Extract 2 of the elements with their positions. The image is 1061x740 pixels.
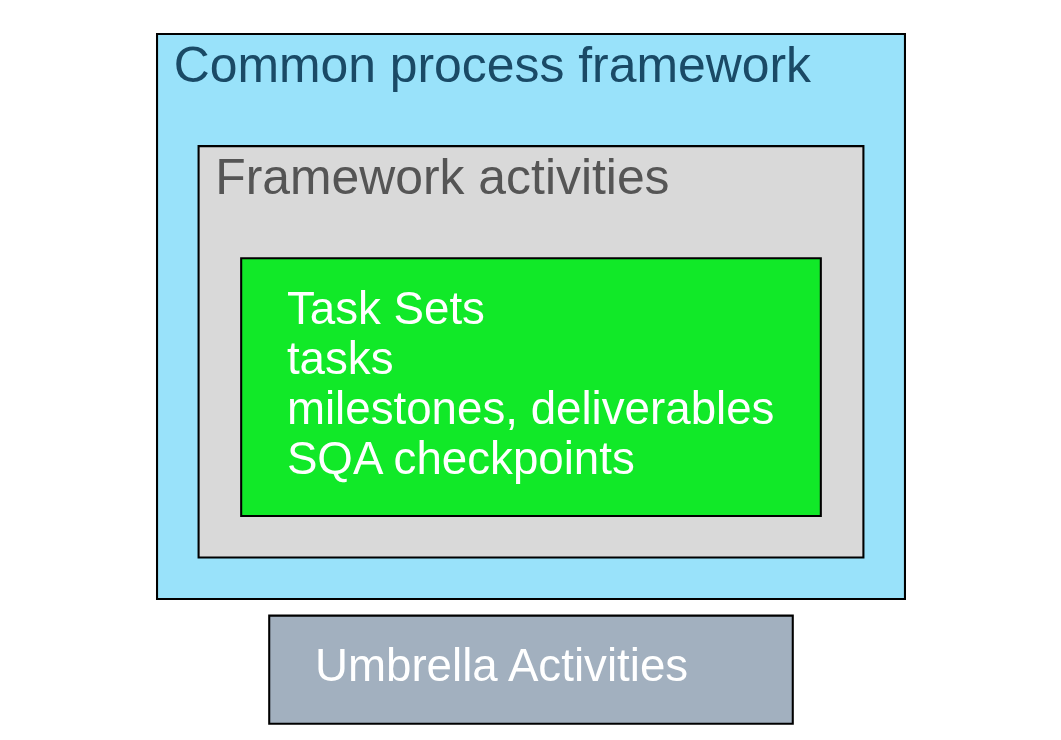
- node-box: Task Sets tasks milestones, deliverables SQA checkpoints: [239, 256, 822, 517]
- node-box: Umbrella Activities: [267, 614, 794, 725]
